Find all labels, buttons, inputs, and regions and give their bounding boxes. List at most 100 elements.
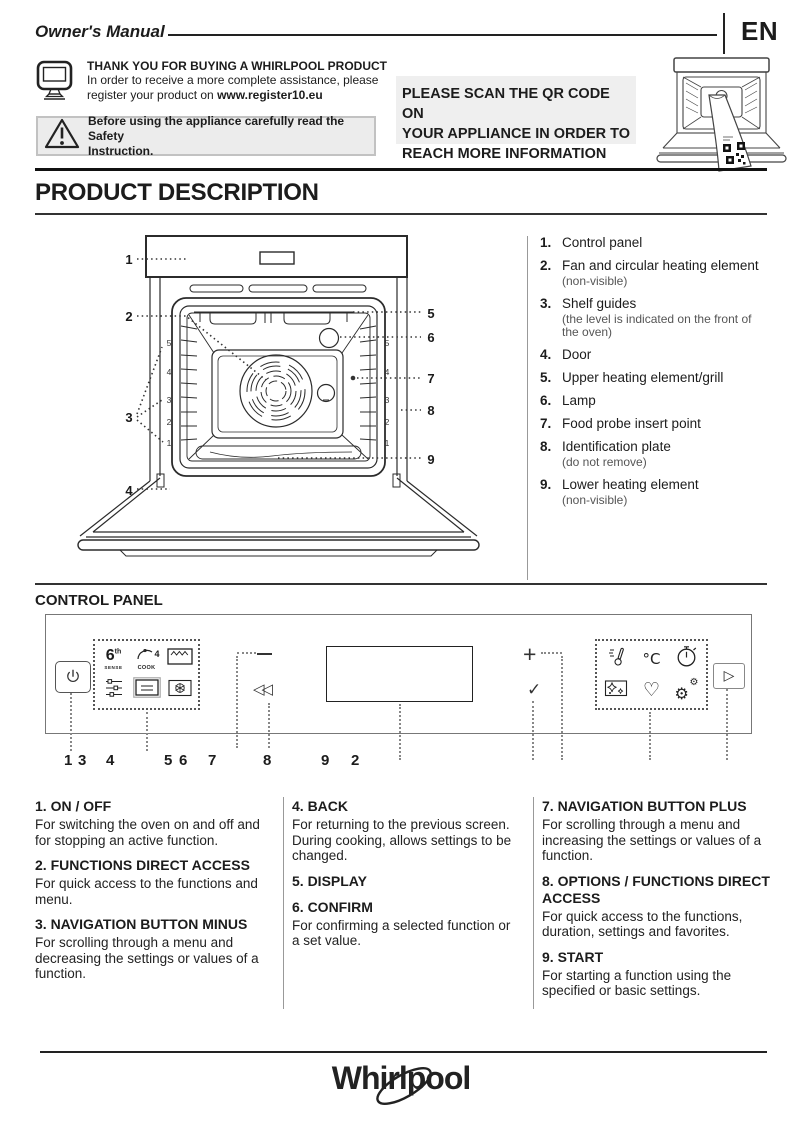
play-icon: ▷ bbox=[723, 668, 735, 684]
parts-item-number: 2. bbox=[540, 258, 552, 273]
leader-line bbox=[399, 704, 401, 760]
gear-big: ⚙ bbox=[674, 684, 689, 704]
legend-body: For quick access to the functions and me… bbox=[35, 876, 258, 907]
footer-divider bbox=[40, 1051, 767, 1053]
callout-label-4: 4 bbox=[125, 483, 133, 498]
parts-list: 1.Control panel 2.Fan and circular heati… bbox=[540, 235, 798, 507]
language-badge: EN bbox=[741, 16, 779, 46]
parts-item-number: 9. bbox=[540, 477, 552, 492]
legend-body: For quick access to the functions, durat… bbox=[542, 908, 743, 940]
plus-button: + bbox=[523, 641, 537, 667]
parts-item-number: 3. bbox=[540, 296, 552, 311]
warning-text: Before using the appliance carefully rea… bbox=[88, 114, 368, 159]
callout-number: 1 bbox=[64, 752, 73, 769]
warning-triangle-icon bbox=[44, 117, 80, 155]
legend-divider bbox=[533, 797, 534, 1009]
callout-label-6: 6 bbox=[427, 330, 434, 345]
display-lines-icon bbox=[132, 677, 161, 703]
legend-body: For switching the oven on and off and fo… bbox=[35, 817, 260, 848]
parts-list-divider bbox=[527, 236, 528, 580]
parts-item: 5. Upper heating element/grill bbox=[540, 370, 798, 386]
callout-number: 6 bbox=[179, 752, 188, 769]
legend-body: For scrolling through a menu and decreas… bbox=[35, 935, 259, 981]
parts-item: 6.Lamp bbox=[540, 393, 798, 409]
parts-item-label: Shelf guides bbox=[562, 296, 637, 311]
callout-label-2: 2 bbox=[125, 309, 132, 324]
sense-digit: 6 bbox=[105, 646, 115, 664]
legend-body: For starting a function using the specif… bbox=[542, 967, 732, 999]
brand-wordmark: Whirlpool bbox=[331, 1060, 472, 1096]
diagram-shelf-guides bbox=[180, 325, 377, 441]
shelf-level-left-5: 5 bbox=[167, 338, 172, 348]
qr-note-line-3: REACH MORE INFORMATION bbox=[402, 146, 607, 162]
power-icon bbox=[67, 669, 79, 683]
diagram-control-panel bbox=[145, 235, 408, 278]
shelf-level-right-5: 5 bbox=[385, 338, 390, 348]
callout-label-3: 3 bbox=[125, 410, 132, 425]
leader-line bbox=[146, 712, 148, 751]
fan-function-icon bbox=[167, 679, 192, 702]
plus-leader-line bbox=[541, 652, 562, 654]
leader-line bbox=[268, 703, 270, 748]
legend-divider bbox=[283, 797, 284, 1009]
page-title: Owner's Manual bbox=[35, 22, 165, 41]
legend-body: For returning to the previous screen. Du… bbox=[292, 817, 512, 863]
callout-number: 9 bbox=[321, 752, 330, 769]
title-underline bbox=[35, 213, 767, 215]
parts-item-label: Food probe insert point bbox=[562, 416, 701, 431]
sense-word: SENSE bbox=[104, 664, 123, 670]
leader-line bbox=[236, 656, 238, 748]
qr-note-line-1: PLEASE SCAN THE QR CODE ON bbox=[402, 86, 610, 122]
oven-diagram: 1 2 3 4 5 6 7 8 9 5 4 3 2 1 5 4 3 2 1 bbox=[60, 228, 510, 567]
diagram-fan bbox=[239, 354, 313, 428]
header-divider bbox=[168, 34, 717, 36]
favorites-heart-icon: ♡ bbox=[642, 678, 661, 701]
diagram-display bbox=[259, 251, 295, 265]
register-url[interactable]: www.register10.eu bbox=[217, 88, 323, 102]
food-probe-icon bbox=[607, 646, 627, 672]
functions-menu-icon bbox=[104, 678, 124, 703]
minus-leader-line bbox=[237, 652, 256, 654]
functions-direct-access-group: 6th SENSE 4 COOK bbox=[93, 639, 200, 710]
parts-item-label: Upper heating element/grill bbox=[562, 370, 724, 385]
parts-item-label: Door bbox=[562, 347, 592, 362]
parts-item-label: Lower heating element bbox=[562, 477, 699, 492]
qr-note-line-2: YOUR APPLIANCE IN ORDER TO bbox=[402, 126, 630, 142]
legend-heading: 1. ON / OFF bbox=[35, 798, 112, 814]
grill-icon bbox=[166, 647, 193, 671]
shelf-level-right-2: 2 bbox=[385, 417, 390, 427]
callout-number: 2 bbox=[351, 752, 360, 769]
legend-heading: 7. NAVIGATION BUTTON PLUS bbox=[542, 798, 747, 814]
thanks-line-2-text: register your product on bbox=[87, 88, 218, 102]
diagram-door bbox=[77, 473, 480, 557]
minus-button bbox=[257, 653, 272, 655]
oven-qr-illustration bbox=[646, 55, 798, 182]
control-panel-divider bbox=[35, 583, 767, 585]
legend-column-3: 7. NAVIGATION BUTTON PLUS For scrolling … bbox=[542, 798, 782, 1008]
options-direct-access-group: °C ♡ ⚙ ⚙ bbox=[595, 639, 708, 710]
parts-item-number: 8. bbox=[540, 439, 552, 454]
leader-line bbox=[70, 693, 72, 751]
sense-sup: th bbox=[114, 648, 122, 656]
leader-line bbox=[726, 689, 728, 760]
thanks-line-2: register your product on www.register10.… bbox=[87, 88, 397, 103]
diagram-back-wall bbox=[211, 349, 344, 439]
callout-label-1: 1 bbox=[125, 252, 132, 267]
legend-column-1: 1. ON / OFF For switching the oven on an… bbox=[35, 798, 260, 991]
register-monitor-icon bbox=[36, 60, 76, 102]
legend-heading: 2. FUNCTIONS DIRECT ACCESS bbox=[35, 857, 250, 873]
cook-digit: 4 bbox=[154, 648, 160, 659]
sixth-sense-icon: 6th SENSE bbox=[100, 647, 128, 671]
shelf-level-right-3: 3 bbox=[385, 395, 390, 405]
parts-item: 2.Fan and circular heating element bbox=[540, 258, 798, 274]
parts-item-number: 7. bbox=[540, 416, 552, 431]
diagram-lamp bbox=[318, 327, 340, 349]
callout-label-7: 7 bbox=[427, 371, 434, 386]
power-button bbox=[55, 661, 91, 693]
parts-item-note: (non-visible) bbox=[562, 493, 628, 507]
callout-number: 3 bbox=[78, 752, 87, 769]
legend-heading: 4. BACK bbox=[292, 798, 349, 814]
diagram-food-probe-point bbox=[316, 383, 336, 403]
timer-icon bbox=[675, 645, 698, 673]
parts-item-number: 5. bbox=[540, 370, 552, 385]
